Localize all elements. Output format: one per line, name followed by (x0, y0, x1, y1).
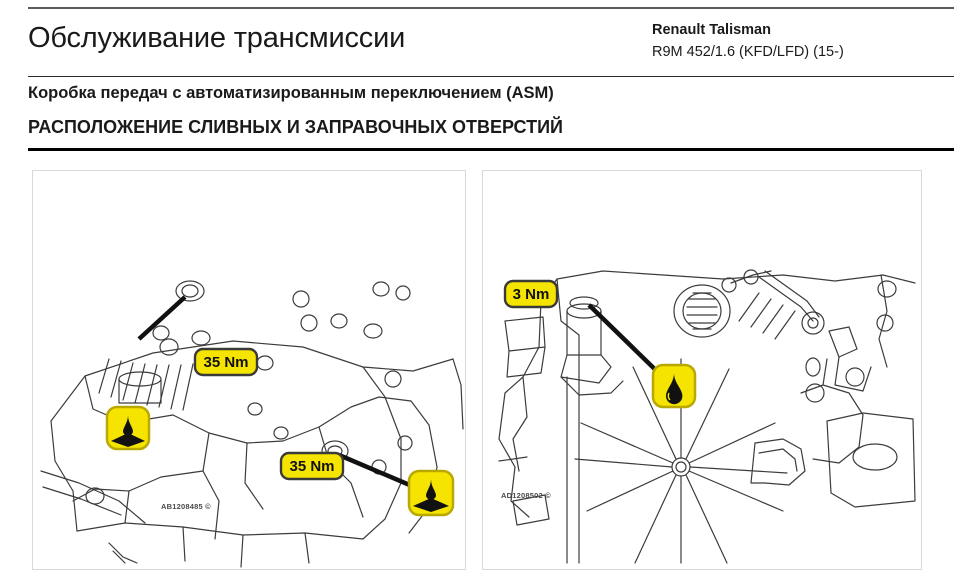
transmission-drain-illustration: 35 Nm 35 Nm (40, 280, 464, 568)
torque-callout-3nm: 3 Nm (503, 279, 559, 309)
leader-line-top (137, 295, 187, 341)
right-figure-panel: 3 Nm AD1208502 © (482, 170, 922, 570)
torque-callout-label: 35 Nm (203, 354, 248, 371)
gearbox-type-subtitle: Коробка передач с автоматизированным пер… (28, 84, 554, 102)
oil-drain-icon (407, 469, 455, 517)
torque-callout-label: 3 Nm (513, 286, 550, 303)
left-figure-panel: 35 Nm 35 Nm AB1208485 © (32, 170, 466, 570)
figure-reference-code: AD1208502 © (501, 491, 551, 500)
page-title: Обслуживание трансмиссии (28, 22, 406, 54)
torque-callout-label: 35 Nm (289, 458, 334, 475)
header-middle-rule (28, 76, 954, 77)
transmission-fill-illustration: 3 Nm (498, 269, 916, 564)
section-heading: РАСПОЛОЖЕНИЕ СЛИВНЫХ И ЗАПРАВОЧНЫХ ОТВЕР… (28, 117, 563, 137)
vehicle-model-block: Renault Talisman R9M 452/1.6 (KFD/LFD) (… (652, 19, 844, 64)
vehicle-model-name: Renault Talisman (652, 22, 771, 38)
leader-line-bottom (338, 452, 420, 492)
header-bottom-rule (28, 148, 954, 151)
vehicle-engine-code: R9M 452/1.6 (KFD/LFD) (15-) (652, 44, 844, 61)
header-top-rule (28, 7, 954, 9)
oil-fill-icon (651, 363, 697, 409)
oil-drain-icon (105, 405, 151, 451)
figure-reference-code: AB1208485 © (161, 502, 211, 511)
torque-callout-35nm-top: 35 Nm (193, 347, 259, 377)
torque-callout-35nm-bottom: 35 Nm (279, 451, 345, 481)
